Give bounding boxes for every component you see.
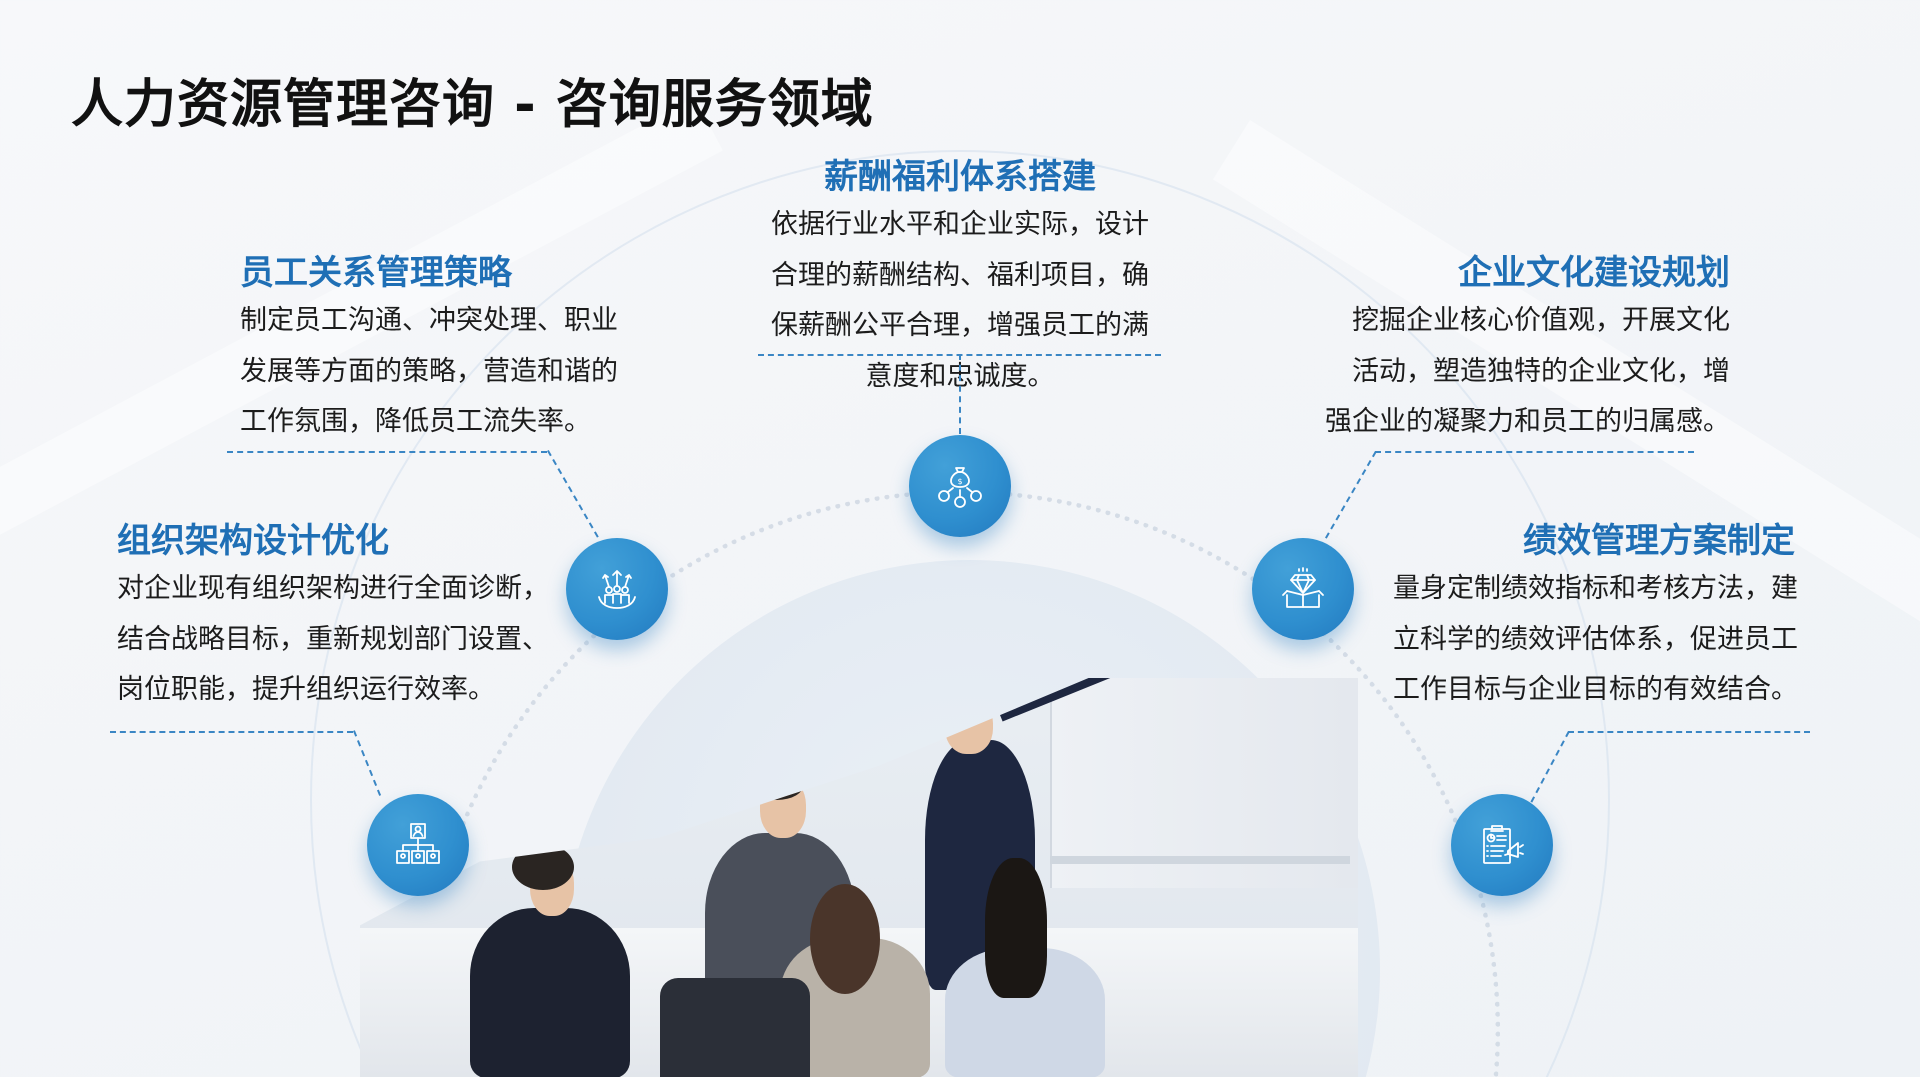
service-card-employee-relations: 员工关系管理策略 制定员工沟通、冲突处理、职业 发展等方面的策略，营造和谐的 工… [240,250,660,448]
description-line: 工作氛围，降低员工流失率。 [240,406,591,437]
service-title: 组织架构设计优化 [117,521,389,561]
service-card-compensation: 薪酬福利体系搭建 依据行业水平和企业实际，设计 合理的薪酬结构、福利项目，确 保… [740,154,1180,402]
photo-presenter-face [945,698,993,754]
clipboard-megaphone-icon [1483,825,1524,864]
meeting-photo [360,678,1358,1077]
description-line: 合理的薪酬结构、福利项目，确 [771,259,1149,291]
description-line: 活动，塑造独特的企业文化，增 [1352,355,1730,387]
diamond-box-icon [1282,567,1324,608]
service-description: 制定员工沟通、冲突处理、职业 发展等方面的策略，营造和谐的 工作氛围，降低员工流… [240,296,660,448]
org-chart-icon [396,823,440,864]
description-line: 立科学的绩效评估体系，促进员工 [1393,623,1798,655]
connector-dashed-line [110,731,353,733]
service-description: 量身定制绩效指标和考核方法，建 立科学的绩效评估体系，促进员工 工作目标与企业目… [1393,564,1813,716]
connector-dashed-line [959,354,961,434]
connector-dashed-line [1375,451,1694,453]
photo-whiteboard [1050,678,1358,888]
description-line: 强企业的凝聚力和员工的归属感。 [1325,406,1730,437]
photo-chair [660,978,810,1077]
connector-dashed-line [227,451,547,453]
photo-person-face [760,778,806,838]
photo-person-hair [512,844,574,890]
svg-text:$: $ [957,477,962,486]
description-line: 保薪酬公平合理，增强员工的满 [771,310,1149,341]
photo-whiteboard-tray [1050,856,1350,864]
connector-dashed-line [1568,731,1810,733]
description-line: 岗位职能，提升组织运行效率。 [117,674,495,705]
employee-relations-icon-button[interactable] [566,538,668,640]
org-structure-icon-button[interactable] [367,794,469,896]
compensation-icon-button[interactable]: $ [909,435,1011,537]
service-card-culture: 企业文化建设规划 挖掘企业核心价值观，开展文化 活动，塑造独特的企业文化，增 强… [1290,250,1730,448]
description-line: 依据行业水平和企业实际，设计 [771,209,1149,240]
description-line: 挖掘企业核心价值观，开展文化 [1352,305,1730,336]
performance-icon-button[interactable] [1451,794,1553,896]
description-line: 制定员工沟通、冲突处理、职业 [240,305,618,336]
service-description: 挖掘企业核心价值观，开展文化 活动，塑造独特的企业文化，增 强企业的凝聚力和员工… [1290,296,1730,448]
description-line: 量身定制绩效指标和考核方法，建 [1393,573,1798,604]
service-title: 员工关系管理策略 [240,253,512,293]
service-title: 企业文化建设规划 [1458,253,1730,293]
photo-person-man-left [470,908,630,1077]
description-line: 结合战略目标，重新规划部门设置、 [117,623,549,655]
service-title: 薪酬福利体系搭建 [824,157,1096,197]
description-line: 发展等方面的策略，营造和谐的 [240,355,618,387]
photo-presenter-hair [938,688,990,718]
photo-person-hair [810,884,880,994]
connector-dashed-line [1325,451,1377,539]
connector-dashed-line [1530,731,1570,803]
money-bag-distribution-icon: $ [938,467,982,508]
page-title: 人力资源管理咨询 - 咨询服务领域 [71,75,874,135]
service-card-org-structure: 组织架构设计优化 对企业现有组织架构进行全面诊断， 结合战略目标，重新规划部门设… [117,518,577,716]
culture-icon-button[interactable] [1252,538,1354,640]
connector-dashed-line [353,730,382,796]
photo-person-hair [985,858,1047,998]
service-card-performance: 绩效管理方案制定 量身定制绩效指标和考核方法，建 立科学的绩效评估体系，促进员工… [1393,518,1813,716]
description-line: 对企业现有组织架构进行全面诊断， [117,573,549,604]
team-growth-arrows-icon [598,570,636,609]
service-title: 绩效管理方案制定 [1523,521,1795,561]
description-line: 工作目标与企业目标的有效结合。 [1393,674,1798,705]
service-description: 对企业现有组织架构进行全面诊断， 结合战略目标，重新规划部门设置、 岗位职能，提… [117,564,577,716]
photo-person-hair [750,768,804,800]
